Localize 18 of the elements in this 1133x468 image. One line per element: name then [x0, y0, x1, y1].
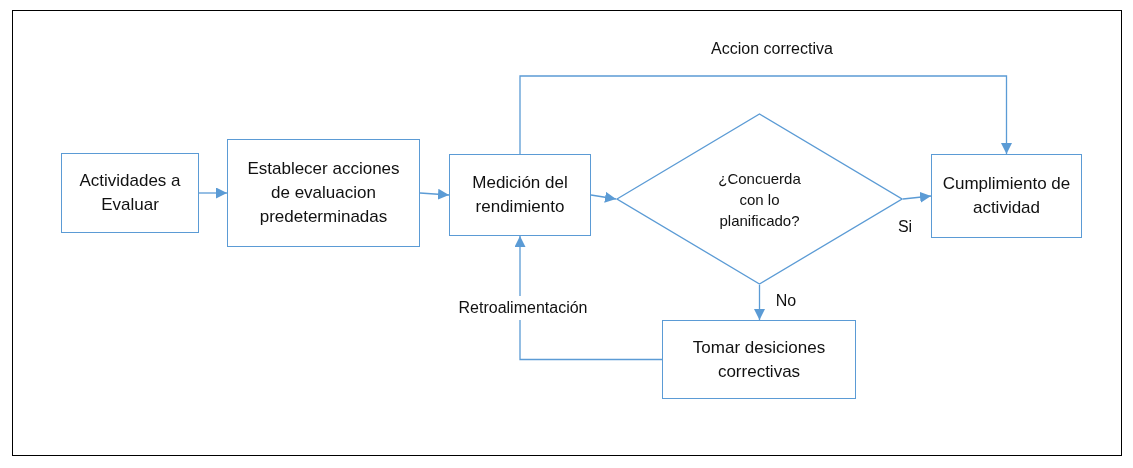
node-text: Tomar desiciones correctivas: [691, 336, 827, 383]
node-text: ¿Concuerda con lo planificado?: [717, 168, 802, 231]
process-box: [449, 154, 591, 236]
process-box: [662, 320, 856, 399]
process-box: [227, 139, 420, 247]
arrow: [902, 191, 932, 203]
process-box: [931, 154, 1082, 238]
arrow: [514, 235, 663, 361]
node-text: Cumplimiento de actividad: [941, 173, 1072, 219]
process-box: [61, 153, 199, 233]
arrow: [519, 75, 1012, 155]
arrow: [419, 188, 450, 200]
arrow: [198, 187, 228, 199]
node-text: Establecer acciones de evaluacion predeterminadas: [246, 158, 401, 228]
arrow: [590, 191, 617, 203]
node-text: Actividades a Evaluar: [78, 170, 182, 216]
arrow: [754, 284, 765, 321]
node-text: Medición del rendimiento: [471, 172, 569, 218]
